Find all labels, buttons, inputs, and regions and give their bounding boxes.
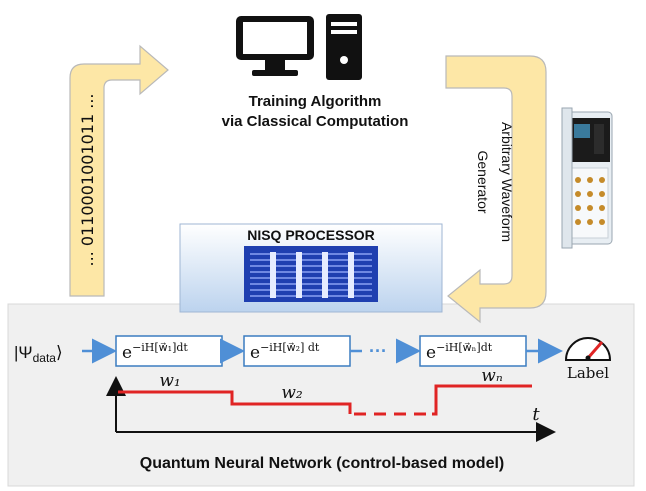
- qnn-caption: Quantum Neural Network (control-based mo…: [140, 455, 504, 472]
- binary-string: ... 0110001001011 ...: [78, 93, 97, 266]
- computer-icon: [236, 14, 362, 80]
- pulse-segment-n: [432, 384, 532, 416]
- awg-device-icon: [561, 107, 613, 249]
- processor-title: NISQ PROCESSOR: [247, 227, 375, 243]
- gate-box-1: [115, 335, 223, 367]
- gate-2-formula: e−iH[w⃗₂] dt: [250, 341, 320, 363]
- time-label: t: [532, 404, 540, 425]
- meter-icon: [564, 337, 612, 361]
- right-feedback-arrow: [445, 55, 547, 324]
- algorithm-line-1: Training Algorithm: [249, 93, 382, 110]
- pulse-label-wn: wₙ: [481, 366, 503, 386]
- chip-icon: [244, 246, 378, 302]
- gate-n-formula: e−iH[w⃗ₙ]dt: [426, 341, 493, 363]
- left-feedback-arrow: [69, 44, 169, 297]
- pulse-segment-1-2: [118, 390, 352, 414]
- algorithm-line-2: via Classical Computation: [222, 113, 409, 130]
- pulse-label-w1: w₁: [159, 371, 180, 391]
- gate-1-formula: e−iH[w⃗₁]dt: [122, 341, 188, 363]
- awg-line-1: Arbitrary Waveform: [499, 122, 515, 242]
- pulse-label-w2: w₂: [281, 383, 303, 403]
- output-label: Label: [567, 364, 609, 382]
- input-state: |Ψdata⟩: [14, 343, 63, 365]
- gate-ellipsis: ···: [369, 341, 387, 361]
- awg-line-2: Generator: [475, 150, 491, 213]
